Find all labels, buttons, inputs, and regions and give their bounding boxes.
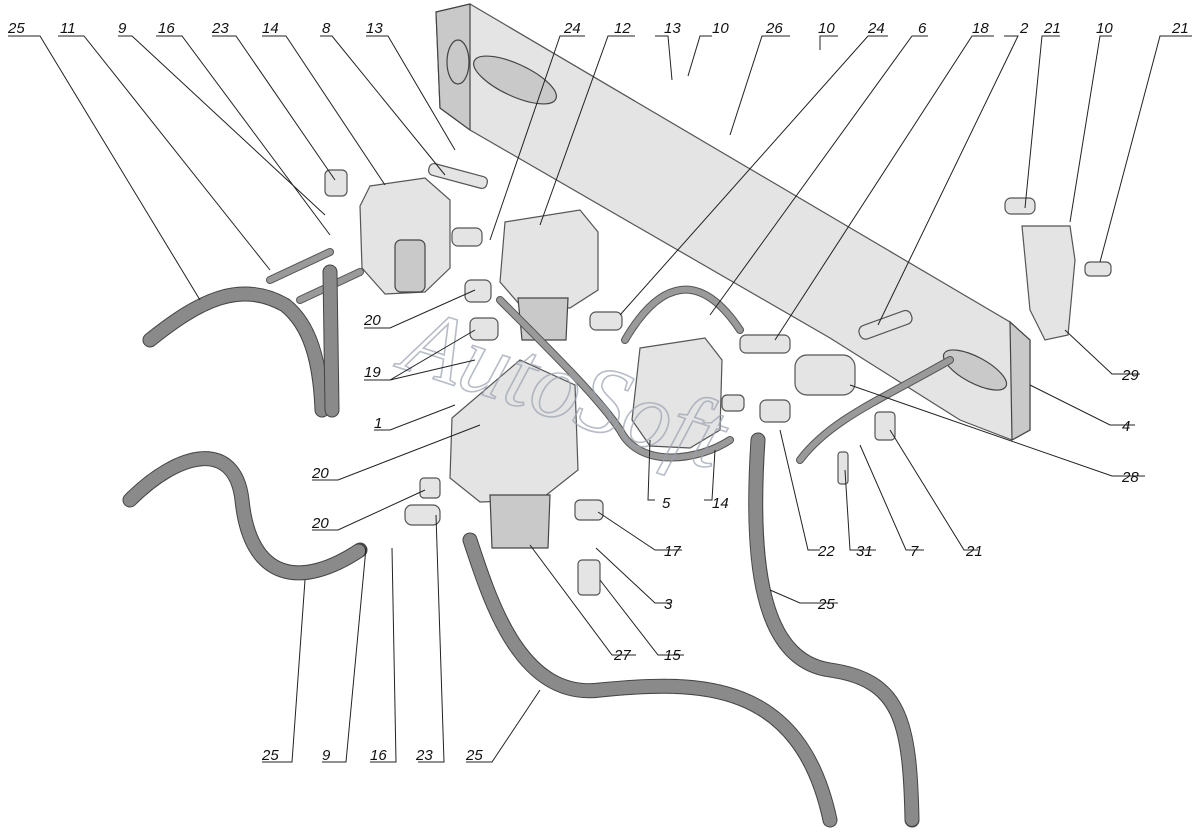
callout-23: 23: [415, 747, 433, 764]
callout-24: 24: [563, 20, 581, 37]
callout-28: 28: [1121, 469, 1139, 486]
callout-20: 20: [363, 312, 381, 329]
valve-assembly-center: [589, 311, 723, 449]
callout-1: 1: [374, 415, 382, 432]
callout-18: 18: [972, 20, 989, 37]
callout-13: 13: [664, 20, 681, 37]
callout-16: 16: [158, 20, 175, 37]
callout-labels: 25 11 9 16 23 14 8 13 24 12 13 10 26 10 …: [7, 20, 1189, 764]
callout-9: 9: [118, 20, 127, 37]
callout-24: 24: [867, 20, 885, 37]
callout-15: 15: [664, 647, 681, 664]
small-fittings: [464, 279, 913, 485]
callout-25: 25: [7, 20, 25, 37]
valve-assembly-right: [1004, 197, 1112, 341]
callout-25: 25: [261, 747, 279, 764]
flexible-hoses: [122, 264, 920, 828]
callout-14: 14: [262, 20, 279, 37]
callout-22: 22: [817, 543, 835, 560]
callout-23: 23: [211, 20, 229, 37]
callout-2: 2: [1019, 20, 1029, 37]
callout-25: 25: [817, 596, 835, 613]
callout-12: 12: [614, 20, 631, 37]
callout-21: 21: [965, 543, 983, 560]
valve-assembly-lower: [404, 359, 604, 596]
callout-26: 26: [765, 20, 783, 37]
callout-19: 19: [364, 364, 381, 381]
leader-lines: [8, 35, 1192, 763]
callout-13: 13: [366, 20, 383, 37]
callout-8: 8: [322, 20, 331, 37]
callout-16: 16: [370, 747, 387, 764]
callout-4: 4: [1122, 418, 1130, 435]
callout-29: 29: [1121, 367, 1139, 384]
callout-5: 5: [662, 495, 671, 512]
callout-31: 31: [856, 543, 873, 560]
callout-11: 11: [60, 20, 76, 37]
callout-20: 20: [311, 465, 329, 482]
callout-7: 7: [910, 543, 919, 560]
callout-10: 10: [1096, 20, 1113, 37]
callout-9: 9: [322, 747, 331, 764]
callout-10: 10: [712, 20, 729, 37]
callout-6: 6: [918, 20, 927, 37]
callout-21: 21: [1171, 20, 1189, 37]
callout-25: 25: [465, 747, 483, 764]
callout-10: 10: [818, 20, 835, 37]
callout-20: 20: [311, 515, 329, 532]
callout-27: 27: [613, 647, 631, 664]
callout-14: 14: [712, 495, 729, 512]
callout-21: 21: [1043, 20, 1061, 37]
valve-assembly-left: [324, 162, 489, 295]
callout-3: 3: [664, 596, 673, 613]
valve-assembly-center-top: [451, 209, 599, 341]
callout-17: 17: [664, 543, 681, 560]
